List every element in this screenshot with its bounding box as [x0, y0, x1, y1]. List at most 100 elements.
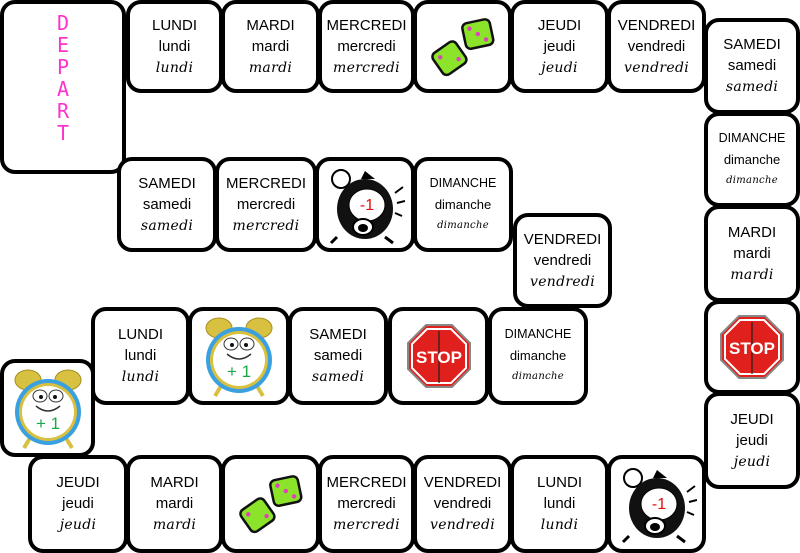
day-cursive-text: lundi: [121, 369, 160, 385]
day-upper-text: SAMEDI: [138, 174, 196, 192]
day-cursive-text: vendredi: [530, 273, 595, 290]
day-cursive-text: dimanche: [512, 371, 564, 382]
day-cursive-text: dimanche: [437, 219, 489, 231]
day-lower-text: dimanche: [723, 151, 781, 167]
day-lower-text: mercredi: [337, 495, 396, 512]
day-upper-text: VENDREDI: [423, 474, 502, 491]
day-lower-text: samedi: [727, 57, 777, 74]
stop-square[interactable]: STOP: [704, 300, 800, 394]
dice-icon: [238, 475, 303, 534]
day-square-samedi[interactable]: SAMEDI samedi samedi: [288, 307, 388, 405]
day-upper-text: MERCREDI: [326, 16, 407, 34]
day-upper-text: MARDI: [150, 474, 199, 491]
day-square-vendredi[interactable]: VENDREDI vendredi vendredi: [413, 455, 512, 553]
penalty-square[interactable]: -1: [607, 455, 706, 553]
day-cursive-text: samedi: [140, 217, 194, 234]
day-lower-text: jeudi: [62, 495, 94, 512]
day-lower-text: jeudi: [736, 431, 768, 449]
minus-one-label: -1: [651, 496, 665, 513]
day-upper-text: MERCREDI: [326, 474, 407, 491]
day-upper-text: DIMANCHE: [504, 327, 572, 341]
day-upper-text: JEUDI: [730, 410, 774, 428]
day-cursive-text: lundi: [155, 59, 194, 76]
day-upper-text: LUNDI: [117, 326, 163, 343]
penalty-square[interactable]: -1: [315, 157, 415, 252]
plus-one-label: + 1: [35, 414, 59, 433]
day-lower-text: samedi: [142, 195, 192, 213]
day-cursive-text: samedi: [725, 79, 779, 95]
day-lower-text: vendredi: [627, 37, 686, 55]
day-cursive-text: jeudi: [733, 453, 771, 470]
day-upper-text: DIMANCHE: [429, 175, 497, 190]
day-upper-text: JEUDI: [56, 474, 100, 491]
day-square-mercredi[interactable]: MERCREDI mercredi mercredi: [318, 0, 415, 93]
day-cursive-text: jeudi: [541, 59, 578, 76]
day-lower-text: dimanche: [434, 196, 492, 212]
day-upper-text: VENDREDI: [523, 230, 602, 248]
plus-one-label: + 1: [227, 362, 251, 381]
stop-label: STOP: [416, 348, 462, 367]
day-cursive-text: mercredi: [333, 59, 400, 76]
day-square-mardi[interactable]: MARDI mardi mardi: [126, 455, 223, 553]
day-cursive-text: vendredi: [624, 59, 689, 76]
day-upper-text: VENDREDI: [617, 16, 696, 34]
dice-square[interactable]: [413, 0, 512, 93]
day-square-jeudi[interactable]: JEUDI jeudi jeudi: [704, 392, 800, 489]
stop-sign-icon: STOP: [406, 324, 471, 388]
day-lower-text: vendredi: [433, 495, 492, 512]
day-lower-text: mercredi: [236, 195, 296, 213]
start-letter: E: [56, 33, 70, 57]
day-square-lundi[interactable]: LUNDI lundi lundi: [91, 307, 190, 405]
day-cursive-text: mardi: [152, 517, 197, 533]
day-lower-text: lundi: [158, 37, 191, 55]
day-square-dimanche[interactable]: DIMANCHE dimanche dimanche: [488, 307, 588, 405]
start-letter: P: [56, 55, 70, 79]
day-square-lundi[interactable]: LUNDI lundi lundi: [510, 455, 609, 553]
day-lower-text: jeudi: [543, 37, 576, 55]
day-lower-text: lundi: [124, 347, 157, 364]
bonus-square[interactable]: + 1: [0, 359, 95, 457]
day-upper-text: MARDI: [727, 223, 777, 241]
minus-one-label: -1: [360, 197, 374, 214]
day-upper-text: JEUDI: [537, 16, 582, 34]
start-letter: T: [56, 121, 70, 145]
day-square-dimanche[interactable]: DIMANCHE dimanche dimanche: [413, 157, 513, 252]
day-lower-text: mardi: [155, 495, 194, 512]
grumpy-alarm-clock-icon: -1: [621, 468, 697, 544]
stop-sign-icon: STOP: [720, 315, 784, 379]
day-cursive-text: lundi: [540, 517, 579, 533]
day-lower-text: samedi: [313, 347, 363, 364]
day-lower-text: lundi: [543, 495, 576, 512]
day-lower-text: mardi: [251, 37, 290, 55]
day-square-jeudi[interactable]: JEUDI jeudi jeudi: [510, 0, 609, 93]
dice-icon: [430, 17, 495, 76]
day-cursive-text: samedi: [311, 369, 365, 385]
day-square-jeudi[interactable]: JEUDI jeudi jeudi: [28, 455, 128, 553]
day-lower-text: mardi: [733, 244, 771, 262]
happy-alarm-clock-icon: + 1: [14, 369, 81, 450]
day-upper-text: LUNDI: [536, 474, 582, 491]
dice-square[interactable]: [221, 455, 320, 553]
day-lower-text: dimanche: [509, 348, 567, 363]
day-square-mercredi[interactable]: MERCREDI mercredi mercredi: [318, 455, 415, 553]
day-lower-text: mercredi: [337, 37, 396, 55]
day-cursive-text: jeudi: [59, 517, 97, 533]
grumpy-alarm-clock-icon: -1: [329, 168, 405, 244]
stop-square[interactable]: STOP: [388, 307, 489, 405]
day-square-vendredi[interactable]: VENDREDI vendredi vendredi: [607, 0, 706, 93]
day-upper-text: SAMEDI: [309, 326, 367, 343]
day-cursive-text: vendredi: [430, 517, 495, 533]
bonus-square[interactable]: + 1: [188, 307, 290, 405]
day-square-samedi[interactable]: SAMEDI samedi samedi: [117, 157, 217, 252]
day-upper-text: DIMANCHE: [718, 130, 786, 145]
day-cursive-text: mercredi: [333, 517, 400, 533]
